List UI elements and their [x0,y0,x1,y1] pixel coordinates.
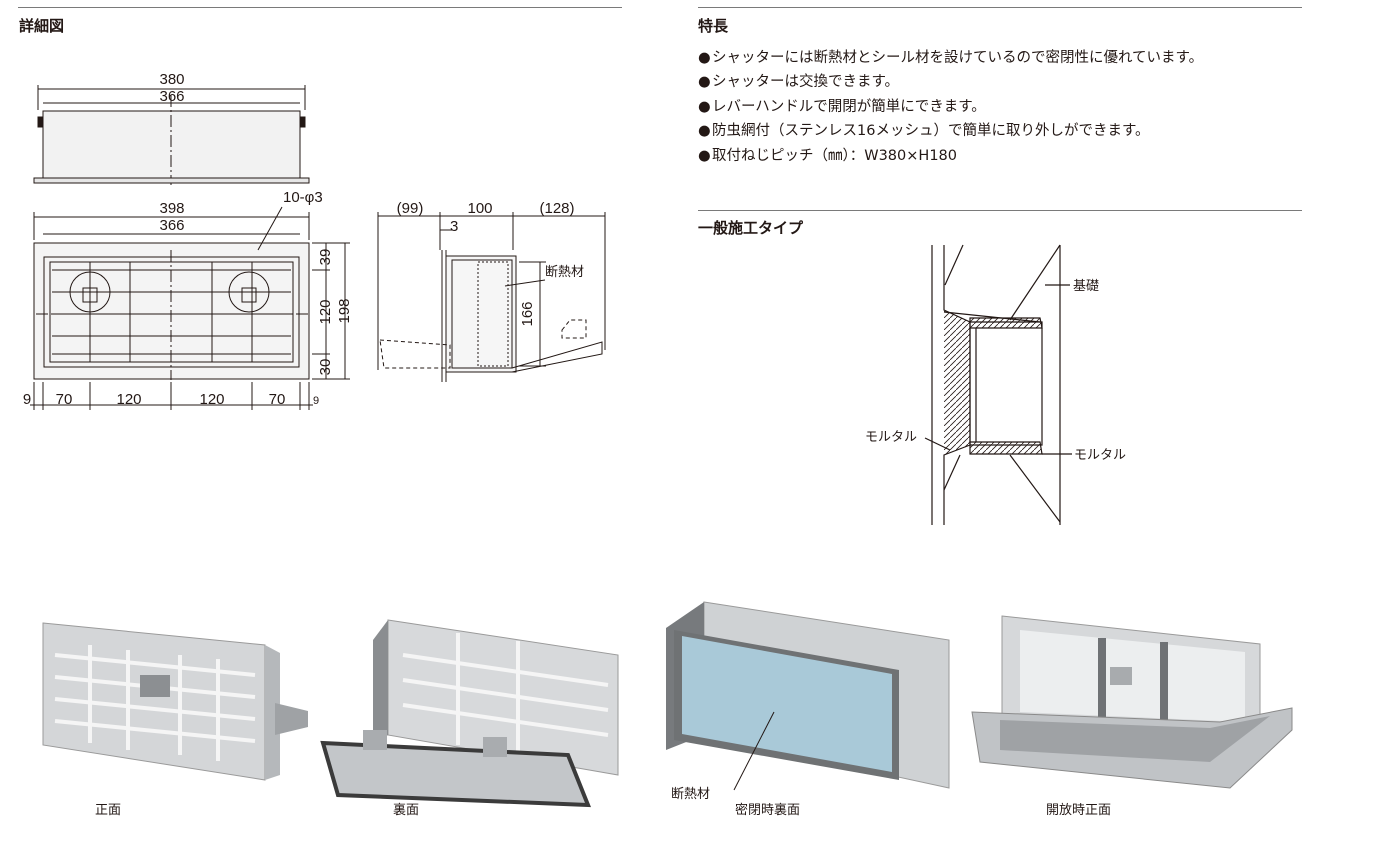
dim-bottom-70-right: 70 [269,391,286,408]
photo-closed-back [666,601,950,791]
dim-bottom-9-left: 9 [23,391,31,408]
caption-front: 正面 [95,803,122,818]
caption-closed-back: 密閉時裏面 [735,803,801,818]
side-dim-100: 100 [467,200,492,217]
section-rule-detail [18,7,622,8]
caption-back: 裏面 [393,803,420,818]
label-mortar-left: モルタル [865,430,917,445]
dim-bottom-9-right: 9 [313,395,319,407]
photo-back [320,619,619,808]
label-mortar-right: モルタル [1074,448,1126,463]
caption-open-front: 開放時正面 [1046,803,1112,818]
photo-front [42,622,308,781]
feature-list: ●シャッターには断熱材とシール材を設けているので密閉性に優れています。 ●シャッ… [698,46,1203,168]
dim-366-top: 366 [159,88,184,105]
section-rule-features [698,7,1302,8]
dim-380: 380 [159,71,184,88]
side-dim-166: 166 [519,301,536,326]
dim-bottom-70-left: 70 [56,391,73,408]
dim-398: 398 [159,200,184,217]
dim-120-vertical: 120 [317,299,334,324]
dim-366-front: 366 [159,217,184,234]
detail-heading: 詳細図 [19,17,65,35]
dim-39: 39 [317,249,334,266]
dim-bottom-120-right: 120 [199,391,224,408]
install-section-drawing: 基礎 モルタル モルタル [865,244,1126,525]
label-foundation: 基礎 [1073,279,1099,294]
dim-bottom-120-left: 120 [116,391,141,408]
hole-spec: 10-φ3 [283,189,323,206]
install-heading: 一般施工タイプ [698,219,804,237]
dim-198: 198 [336,298,353,323]
caption-insulation: 断熱材 [671,787,711,802]
photo-open-front [971,615,1293,789]
feature-item: ●シャッターは交換できます。 [698,74,900,91]
side-dim-99: (99) [397,200,424,217]
side-dim-3: 3 [450,218,458,235]
top-view-drawing: 380 366 [23,71,606,410]
feature-item: ●レバーハンドルで開閉が簡単にできます。 [698,98,986,115]
dim-30: 30 [317,359,334,376]
feature-item: ●シャッターには断熱材とシール材を設けているので密閉性に優れています。 [698,50,1204,66]
side-dim-128: (128) [539,200,574,217]
features-heading: 特長 [698,17,729,35]
feature-item: ●防虫網付（ステンレス16メッシュ）で簡単に取り外しができます。 [698,123,1150,140]
feature-item: ●取付ねじピッチ（㎜）：W380×H180 [698,147,957,164]
section-rule-install [698,210,1302,211]
side-insulation-label: 断熱材 [545,265,584,280]
